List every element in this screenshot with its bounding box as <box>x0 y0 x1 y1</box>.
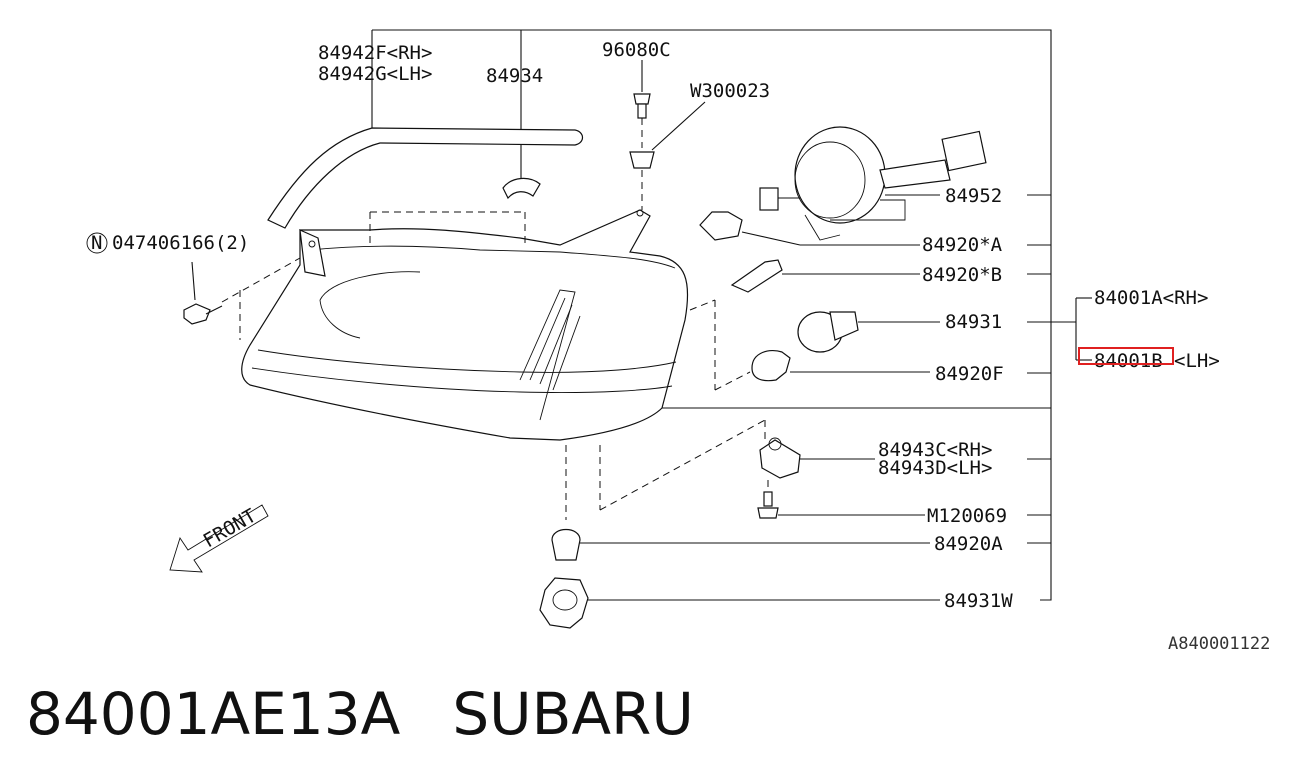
label-84920f[interactable]: 84920F <box>935 363 1004 385</box>
label-84920a[interactable]: 84920A <box>934 533 1003 555</box>
socket-84931w <box>539 577 940 629</box>
label-84934[interactable]: 84934 <box>486 65 543 87</box>
socket-84931 <box>689 299 940 391</box>
label-84931[interactable]: 84931 <box>945 311 1002 333</box>
label-84952[interactable]: 84952 <box>945 185 1002 207</box>
frame-lines <box>371 29 1092 601</box>
clip-84934 <box>502 177 541 200</box>
circled-n-prefix: N <box>91 232 102 254</box>
bulb-84920a <box>551 445 930 561</box>
socket-84952 <box>759 126 987 241</box>
bolt-047406166 <box>86 211 526 340</box>
screw-m120069 <box>757 480 925 519</box>
label-84001b[interactable]: 84001B <box>1094 350 1163 372</box>
highlight-box-84001b <box>1078 347 1174 365</box>
label-84920b-star[interactable]: 84920*B <box>922 264 1002 286</box>
clip-84943 <box>599 419 875 511</box>
part-number: 84001AE13A <box>26 680 401 748</box>
bulb-84920f <box>751 349 930 382</box>
caption: 84001AE13A SUBARU <box>26 680 694 748</box>
label-m120069[interactable]: M120069 <box>927 505 1007 527</box>
trim-strip <box>267 127 584 229</box>
label-84001b-side: <LH> <box>1174 350 1220 372</box>
label-047406166[interactable]: 047406166(2) <box>112 232 249 254</box>
label-84942g[interactable]: 84942G<LH> <box>318 63 432 85</box>
label-84942f[interactable]: 84942F<RH> <box>318 42 432 64</box>
diagram-code: A840001122 <box>1168 634 1271 654</box>
bulb-84920a-star <box>699 211 920 246</box>
label-w300023[interactable]: W300023 <box>690 80 770 102</box>
screw-grommet <box>629 60 706 210</box>
headlamp-assembly <box>241 209 689 441</box>
label-84001a[interactable]: 84001A<RH> <box>1094 287 1208 309</box>
brand-name: SUBARU <box>452 680 694 748</box>
label-84943d[interactable]: 84943D<LH> <box>878 457 992 479</box>
label-84943c[interactable]: 84943C<RH> <box>878 439 992 461</box>
label-96080c[interactable]: 96080C <box>602 39 671 61</box>
label-84931w[interactable]: 84931W <box>944 590 1013 612</box>
label-84920a-star[interactable]: 84920*A <box>922 234 1003 256</box>
front-arrow: FRONT <box>169 504 269 573</box>
part-labels: 84942F<RH> 84942G<LH> 84934 96080C W3000… <box>91 39 1220 612</box>
bulb-84920b-star <box>730 259 920 293</box>
front-label: FRONT <box>200 505 261 553</box>
